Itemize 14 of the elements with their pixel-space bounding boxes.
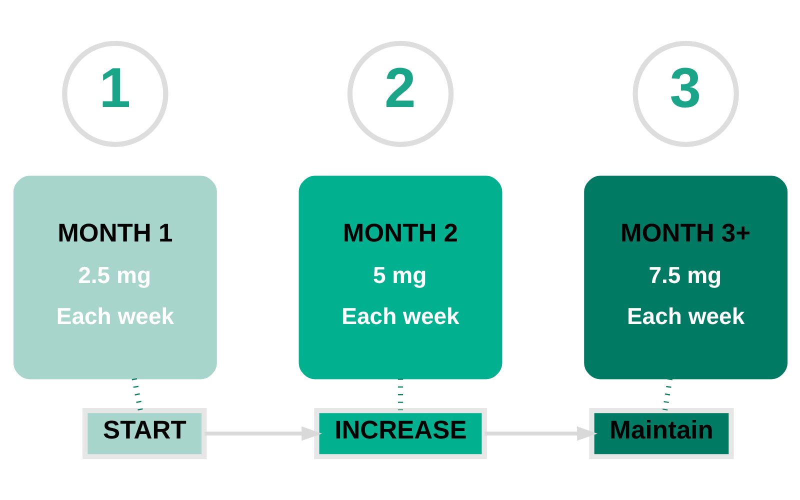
arrow	[204, 426, 322, 441]
node-circle: 2	[346, 40, 454, 147]
connector	[397, 378, 403, 410]
node-box: MONTH 3+ 7.5 mg Each week	[584, 176, 788, 380]
connector	[131, 378, 142, 411]
node-box: Maintain	[588, 408, 734, 460]
arrow	[484, 426, 598, 441]
node-box: START	[82, 408, 206, 460]
connector	[662, 378, 672, 410]
node-circle: 1	[62, 40, 168, 147]
node-circle: 3	[632, 40, 738, 147]
node-box: MONTH 2 5 mg Each week	[298, 176, 502, 380]
node-box: MONTH 1 2.5 mg Each week	[12, 176, 216, 380]
node-box: INCREASE	[314, 408, 486, 460]
